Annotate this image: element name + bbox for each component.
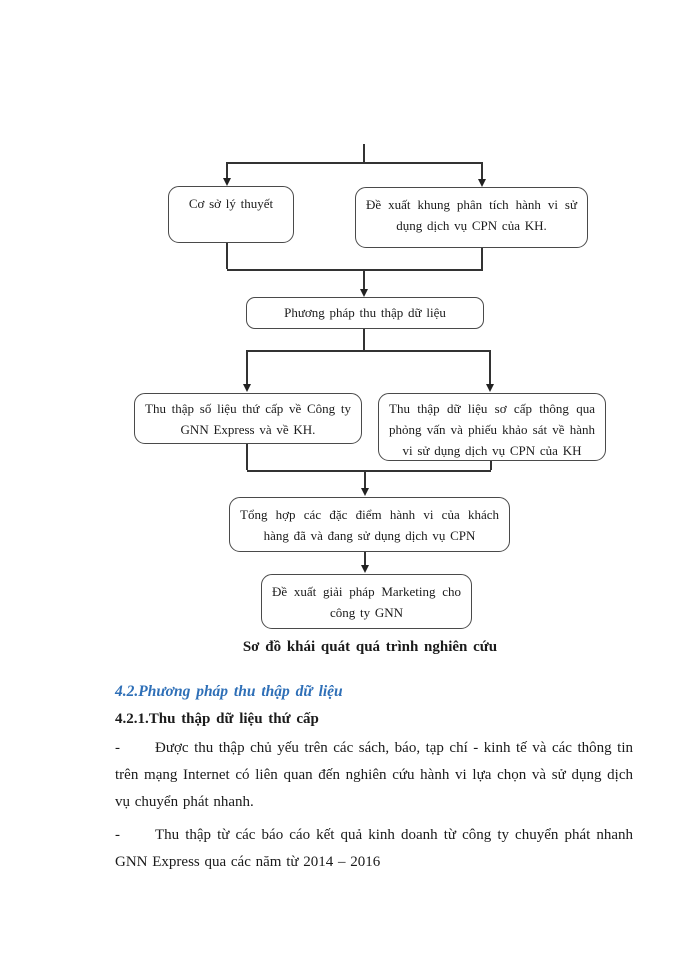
bullet-paragraph-text: Thu thập từ các báo cáo kết quả kinh doa… [115,827,633,870]
bullet-paragraph: -Thu thập từ các báo cáo kết quả kinh do… [115,822,633,876]
flow-box-secondary-data: Thu thập số liệu thứ cấp về Công ty GNN … [134,393,362,444]
flow-box-data-collection-method-label: Phương pháp thu thập dữ liệu [284,305,446,320]
connector-line [363,269,365,289]
connector-line [226,162,228,179]
arrow-down-icon [477,179,486,187]
connector-line [363,144,365,163]
connector-line [481,162,483,179]
arrow-down-icon [360,488,369,496]
section-heading: 4.2.Phương pháp thu thập dữ liệu [115,683,343,700]
arrow-down-icon [242,384,251,392]
connector-line [246,444,248,470]
connector-line [364,470,366,489]
bullet-marker: - [115,827,120,843]
connector-line [227,162,483,164]
arrow-down-icon [360,565,369,573]
connector-line [363,329,365,350]
diagram-caption: Sơ đồ khái quát quá trình nghiên cứu [242,639,498,655]
connector-line [481,248,483,269]
flow-box-secondary-data-label: Thu thập số liệu thứ cấp về Công ty GNN … [145,401,351,437]
arrow-down-icon [485,384,494,392]
flow-box-primary-data-label: Thu thập dữ liệu sơ cấp thông qua phỏng … [389,401,595,458]
connector-line [364,552,366,565]
bullet-paragraph: -Được thu thập chủ yếu trên các sách, bá… [115,735,633,816]
flow-box-theory-label: Cơ sở lý thuyết [188,196,274,211]
flow-box-behavior-synthesis: Tổng hợp các đặc điểm hành vi của khách … [229,497,510,552]
connector-line [247,350,490,352]
bullet-marker: - [115,740,120,756]
connector-line [226,243,228,269]
connector-line [489,350,491,384]
flow-box-proposed-framework-label: Đề xuất khung phân tích hành vi sử dụng … [366,197,577,233]
body-text-column: 4.2.Phương pháp thu thập dữ liệu 4.2.1.T… [115,682,633,876]
arrow-down-icon [359,289,368,297]
flow-box-primary-data: Thu thập dữ liệu sơ cấp thông qua phỏng … [378,393,606,461]
connector-line [247,470,491,472]
connector-line [490,461,492,470]
flow-box-marketing-solution: Đề xuất giải pháp Marketing cho công ty … [261,574,472,629]
flow-box-theory: Cơ sở lý thuyết [168,186,294,243]
flow-box-proposed-framework: Đề xuất khung phân tích hành vi sử dụng … [355,187,588,248]
connector-line [227,269,483,271]
connector-line [246,350,248,384]
arrow-down-icon [222,178,231,186]
flow-box-marketing-solution-label: Đề xuất giải pháp Marketing cho công ty … [272,584,461,620]
flow-box-behavior-synthesis-label: Tổng hợp các đặc điểm hành vi của khách … [240,507,499,543]
flow-box-data-collection-method: Phương pháp thu thập dữ liệu [246,297,484,329]
subsection-heading: 4.2.1.Thu thập dữ liệu thứ cấp [115,711,319,727]
bullet-paragraph-text: Được thu thập chủ yếu trên các sách, báo… [115,740,633,810]
